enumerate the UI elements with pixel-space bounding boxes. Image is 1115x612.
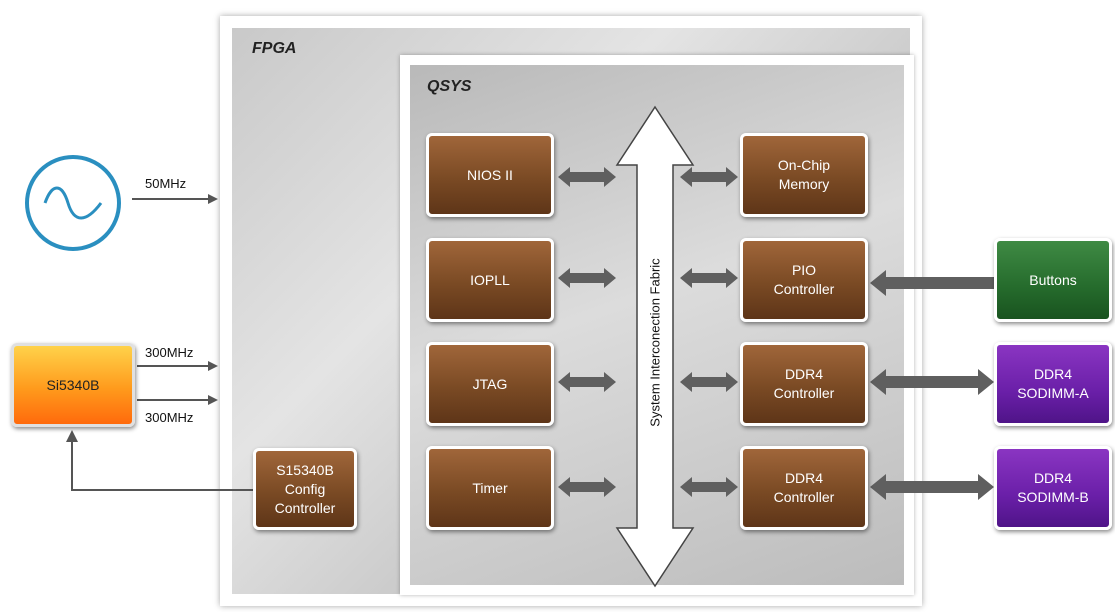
clock-50mhz-arrow	[132, 194, 218, 204]
iopll-bus-connector	[558, 268, 616, 288]
jtag-block: JTAG	[426, 342, 554, 426]
left-connectors	[558, 167, 616, 497]
sodimm-a-line-2: SODIMM-A	[1017, 385, 1089, 401]
sodimm-a-line-1: DDR4	[1033, 366, 1073, 382]
config-controller-line-1: S15340B	[276, 461, 334, 478]
clock-300mhz-arrow-2	[137, 395, 218, 405]
sodimm-a-arrow	[870, 369, 994, 395]
buttons-label: Buttons	[1029, 271, 1077, 288]
nios-bus-connector	[558, 167, 616, 187]
on-chip-memory-line-1: On-Chip	[777, 157, 831, 173]
jtag-bus-connector	[558, 372, 616, 392]
ddr4-controller-a-block: DDR4 Controller	[740, 342, 868, 426]
external-connectors	[870, 270, 994, 500]
config-controller-line-3: Controller	[274, 499, 336, 516]
pio-controller-block: PIO Controller	[740, 238, 868, 322]
oscillator-icon	[25, 155, 121, 251]
pio-bus-connector	[680, 268, 738, 288]
config-controller-line-2: Config	[284, 480, 326, 497]
nios-ii-label: NIOS II	[467, 166, 513, 183]
buttons-to-pio-arrow	[870, 270, 994, 296]
on-chip-memory-line-2: Memory	[778, 176, 830, 192]
jtag-label: JTAG	[472, 375, 508, 392]
fpga-label: FPGA	[252, 40, 297, 57]
ddr4-controller-a-line-1: DDR4	[784, 366, 824, 382]
ddr4b-bus-connector	[680, 477, 738, 497]
nios-ii-block: NIOS II	[426, 133, 554, 217]
ddr4-controller-b-line-1: DDR4	[784, 470, 824, 486]
timer-bus-connector	[558, 477, 616, 497]
clock-300mhz-arrow-1	[137, 361, 218, 371]
clock-50mhz-label: 50MHz	[145, 176, 187, 191]
sodimm-b-line-1: DDR4	[1033, 470, 1073, 486]
sodimm-b-block: DDR4 SODIMM-B	[994, 446, 1112, 530]
timer-block: Timer	[426, 446, 554, 530]
si5340b-label: Si5340B	[46, 376, 100, 393]
sodimm-a-block: DDR4 SODIMM-A	[994, 342, 1112, 426]
ddr4-controller-b-line-2: Controller	[773, 489, 835, 505]
iopll-block: IOPLL	[426, 238, 554, 322]
clock-300mhz-label-1: 300MHz	[145, 345, 194, 360]
sodimm-b-arrow	[870, 474, 994, 500]
clock-300mhz-label-2: 300MHz	[145, 410, 194, 425]
pio-controller-line-1: PIO	[791, 262, 817, 278]
interconnect-fabric-label: System Interconection Fabric	[647, 258, 663, 427]
timer-label: Timer	[472, 479, 508, 496]
pio-controller-line-2: Controller	[773, 281, 835, 297]
buttons-block: Buttons	[994, 238, 1112, 322]
ddr4-controller-b-block: DDR4 Controller	[740, 446, 868, 530]
right-connectors	[680, 167, 738, 497]
si5340b-block: Si5340B	[11, 343, 135, 427]
qsys-label: QSYS	[427, 78, 472, 95]
config-controller-block: S15340B Config Controller	[253, 448, 357, 530]
config-feedback-arrow	[66, 430, 253, 491]
interconnect-fabric-arrow	[615, 105, 695, 588]
sodimm-b-line-2: SODIMM-B	[1017, 489, 1089, 505]
ddr4-controller-a-line-2: Controller	[773, 385, 835, 401]
iopll-label: IOPLL	[470, 271, 510, 288]
ddr4a-bus-connector	[680, 372, 738, 392]
on-chip-memory-block: On-Chip Memory	[740, 133, 868, 217]
onchip-bus-connector	[680, 167, 738, 187]
